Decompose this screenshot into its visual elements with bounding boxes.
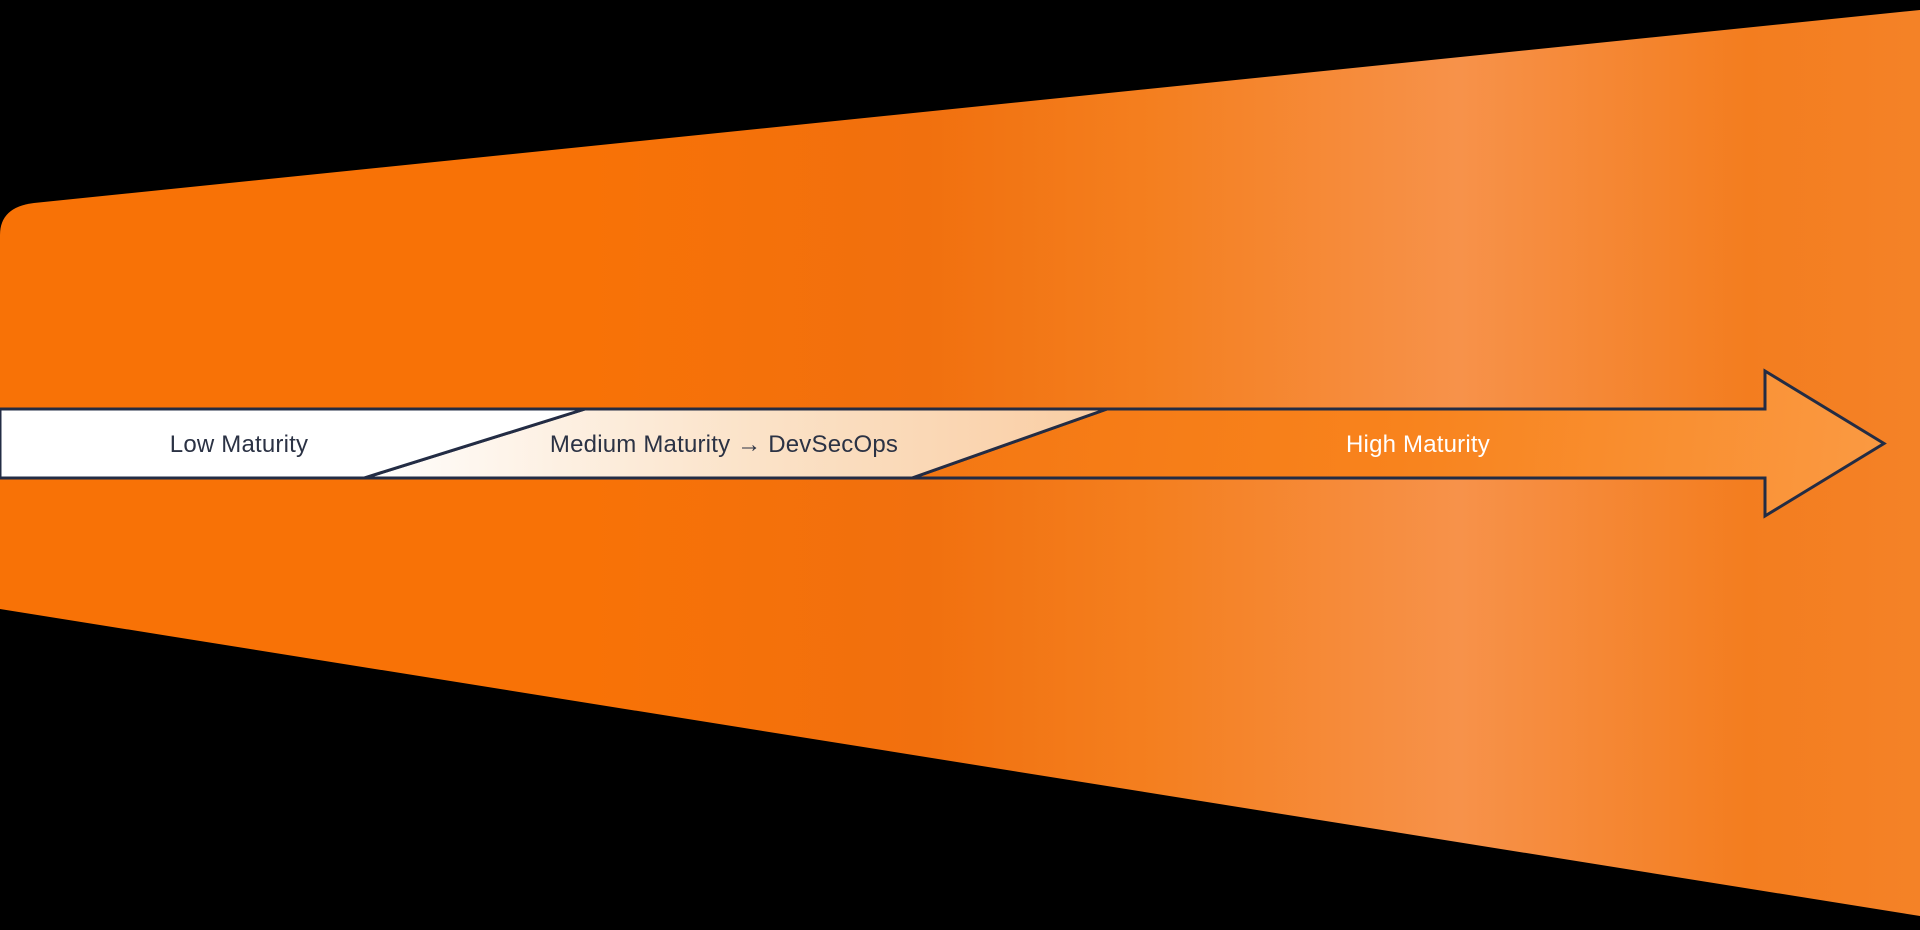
maturity-arrow: Low Maturity Medium Maturity → DevSecOps… — [0, 368, 1887, 519]
segment-medium-label: Medium Maturity → DevSecOps — [550, 431, 898, 458]
segment-high-label: High Maturity — [1346, 431, 1490, 458]
segment-low-shape — [0, 407, 586, 480]
segment-low-label: Low Maturity — [170, 431, 308, 458]
segment-high-arrow-shape — [911, 368, 1887, 519]
